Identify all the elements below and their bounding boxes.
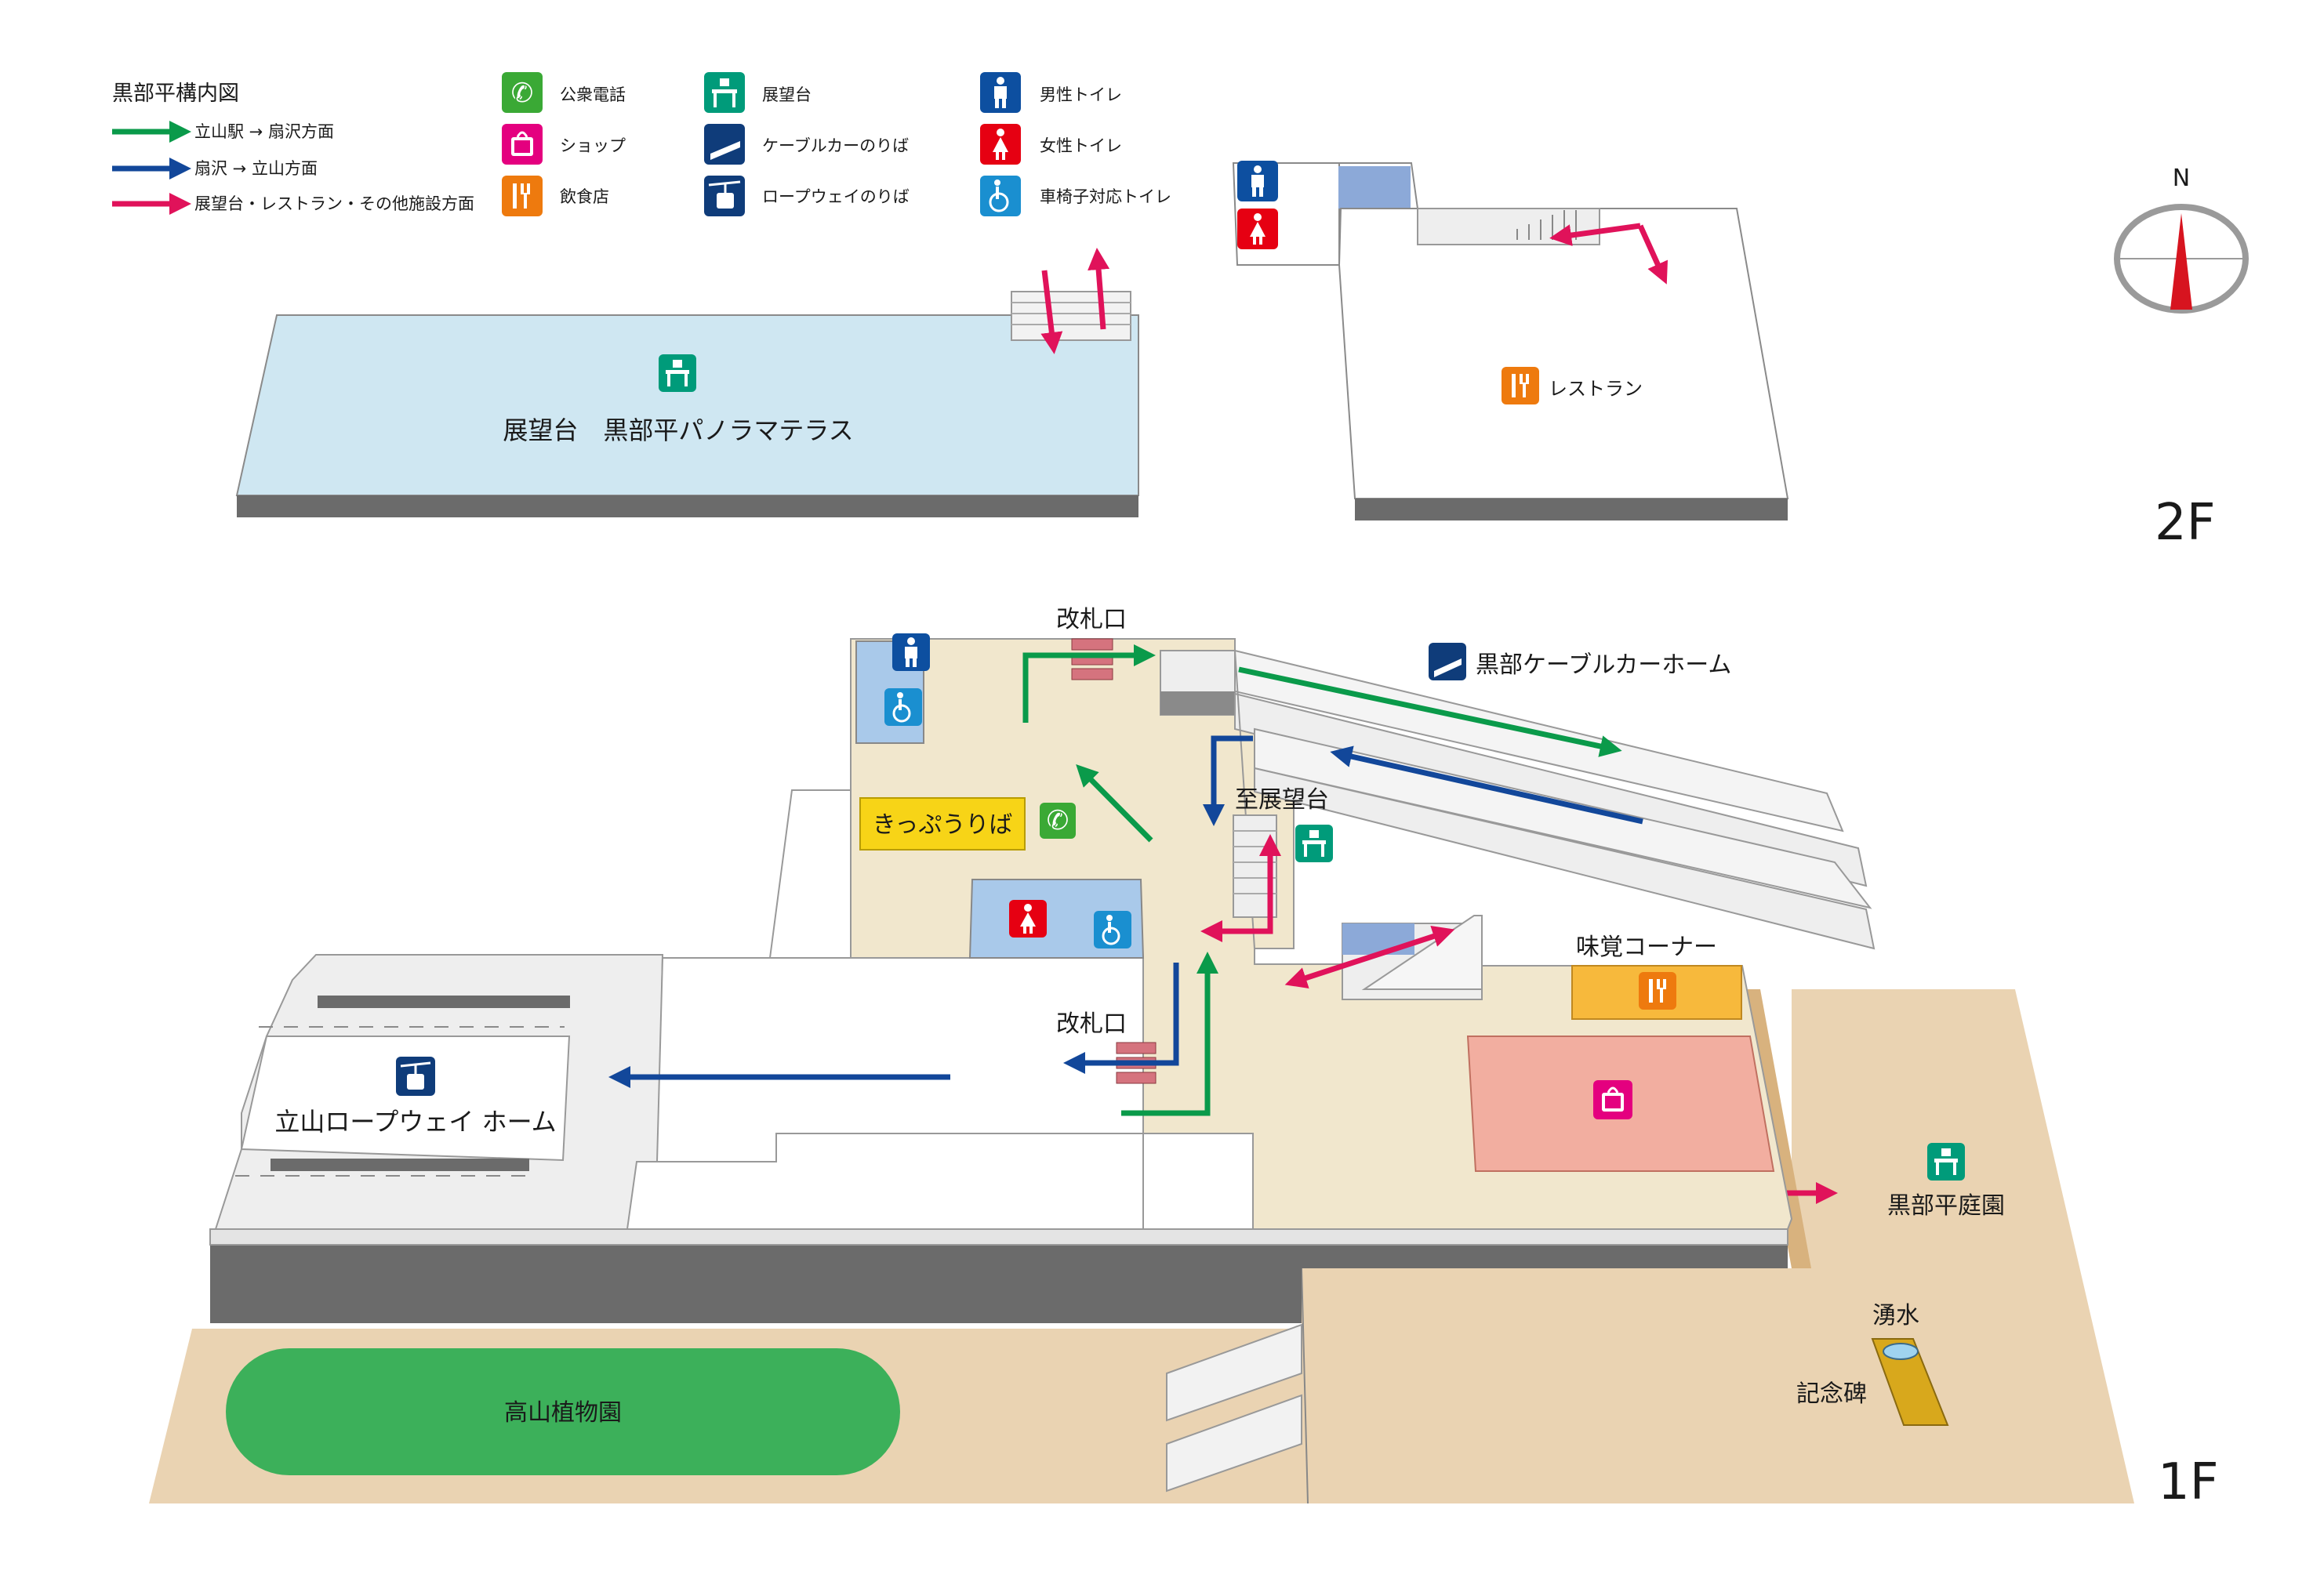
- pink-route-observatory: [1200, 834, 1281, 942]
- restaurant-stairs: [1417, 208, 1600, 245]
- spring-monument: 湧水 記念碑: [1796, 1302, 1949, 1426]
- legend-phone-label: 公衆電話: [560, 85, 626, 104]
- legend-shop: ショップ: [502, 124, 626, 165]
- green-route-cable-platform: [1238, 666, 1622, 757]
- floor-2f: 2F 展望台 黒部平パノラマテラス: [235, 161, 2216, 552]
- spring-label: 湧水: [1872, 1302, 1919, 1329]
- to-observatory-label: 至展望台: [1235, 786, 1329, 814]
- legend-wheelchair-toilet-label: 車椅子対応トイレ: [1040, 187, 1171, 206]
- legend-route-green: 立山駅 → 扇沢方面: [112, 121, 334, 143]
- pink-route-east-stairs: [1284, 926, 1455, 988]
- legend-cable-label: ケーブルカーのりば: [762, 136, 909, 155]
- green-route-concourse: [1076, 764, 1153, 843]
- gate-bottom-label: 改札口: [1056, 1010, 1127, 1038]
- legend-observatory: 展望台: [704, 72, 812, 113]
- green-route-gate-to-cable: [1022, 644, 1156, 723]
- fork-knife-icon: [1502, 367, 1539, 404]
- upper-toilet-block: [855, 633, 930, 744]
- legend-route-blue: 扇沢 → 立山方面: [112, 158, 318, 180]
- legend-male-toilet: 男性トイレ: [980, 72, 1122, 113]
- fork-knife-icon: [502, 176, 543, 216]
- legend-observatory-label: 展望台: [762, 85, 812, 104]
- terrace-stairs: [1011, 291, 1131, 341]
- blue-route-down: [1203, 735, 1253, 826]
- monument-label: 記念碑: [1796, 1380, 1867, 1408]
- floor-2f-label: 2F: [2155, 494, 2216, 552]
- legend-shop-label: ショップ: [560, 136, 626, 155]
- ticket-office: きっぷうりば ✆: [859, 797, 1076, 851]
- lower-toilet-block: [968, 879, 1145, 959]
- compass-needle: [2170, 213, 2192, 310]
- legend-female-toilet-label: 女性トイレ: [1040, 136, 1122, 155]
- blue-route-to-gate: [1063, 963, 1179, 1074]
- spring-water: [1883, 1343, 1919, 1360]
- ropeway-platform: 立山ロープウェイ ホーム: [214, 954, 664, 1230]
- gate-top-label: 改札口: [1056, 606, 1127, 633]
- green-route-south: [1121, 952, 1218, 1116]
- restaurant-blue-panel: [1338, 166, 1411, 209]
- legend-route-pink-label: 展望台・レストラン・その他施設方面: [194, 194, 474, 213]
- legend-male-toilet-label: 男性トイレ: [1040, 85, 1122, 104]
- restaurant-route-arrow-left: [1549, 223, 1641, 246]
- ropeway-corridor: [655, 957, 1144, 1162]
- restaurant-route-arrow-down: [1637, 224, 1668, 285]
- upper-hall: [768, 789, 852, 959]
- legend-ropeway-label: ロープウェイのりば: [762, 187, 910, 206]
- svg-text:✆: ✆: [511, 78, 534, 109]
- legend-food-label: 飲食店: [560, 187, 609, 206]
- garden-label: 黒部平庭園: [1887, 1192, 2005, 1220]
- restaurant-label: レストラン: [1549, 378, 1643, 400]
- panorama-terrace: 展望台 黒部平パノラマテラス: [235, 248, 1139, 517]
- svg-text:✆: ✆: [1047, 805, 1069, 836]
- taste-corner-label: 味覚コーナー: [1576, 934, 1717, 961]
- compass-north-label: N: [2173, 165, 2190, 192]
- floor-1f-label: 1F: [2158, 1453, 2219, 1511]
- fork-knife-icon: [1639, 972, 1676, 1010]
- terrace-route-down-arrow: [1040, 270, 1063, 354]
- restaurant-area: レストラン: [1232, 161, 1789, 520]
- cable-car-platform: 黒部ケーブルカーホーム: [1160, 643, 1876, 950]
- compass: N: [2114, 165, 2249, 314]
- legend-title: 黒部平構内図: [112, 82, 239, 106]
- legend-wheelchair-toilet: 車椅子対応トイレ: [980, 176, 1171, 216]
- terrace-route-up-arrow: [1088, 248, 1110, 330]
- terrace-label: 展望台 黒部平パノラマテラス: [503, 415, 853, 445]
- phone-icon: [1040, 803, 1076, 839]
- legend-route-blue-label: 扇沢 → 立山方面: [194, 159, 318, 178]
- legend-route-pink: 展望台・レストラン・その他施設方面: [112, 193, 474, 215]
- floor-1f: 1F 高山植物園 湧水 記念碑 黒部平庭園: [149, 606, 2219, 1511]
- phone-icon: [502, 72, 543, 113]
- blue-route-cable-platform: [1330, 745, 1643, 825]
- building-base-wall: [210, 1245, 1302, 1323]
- legend-ropeway: ロープウェイのりば: [704, 176, 910, 216]
- cable-home-label: 黒部ケーブルカーホーム: [1476, 651, 1731, 679]
- legend-female-toilet: 女性トイレ: [980, 124, 1122, 165]
- south-white-block: [1142, 1133, 1254, 1230]
- legend-cable: ケーブルカーのりば: [704, 124, 909, 165]
- legend: 黒部平構内図 立山駅 → 扇沢方面 扇沢 → 立山方面 展望台・レストラン・その…: [112, 72, 1171, 216]
- outdoor-stairs: [1166, 1268, 1309, 1504]
- ticket-office-label: きっぷうりば: [873, 811, 1013, 839]
- legend-food: 飲食店: [502, 176, 609, 216]
- botanical-garden-label: 高山植物園: [504, 1399, 622, 1427]
- legend-route-green-label: 立山駅 → 扇沢方面: [194, 122, 334, 141]
- legend-phone: ✆ 公衆電話: [502, 72, 626, 113]
- botanical-garden: 高山植物園: [226, 1348, 900, 1475]
- ropeway-home-label: 立山ロープウェイ ホーム: [274, 1107, 556, 1137]
